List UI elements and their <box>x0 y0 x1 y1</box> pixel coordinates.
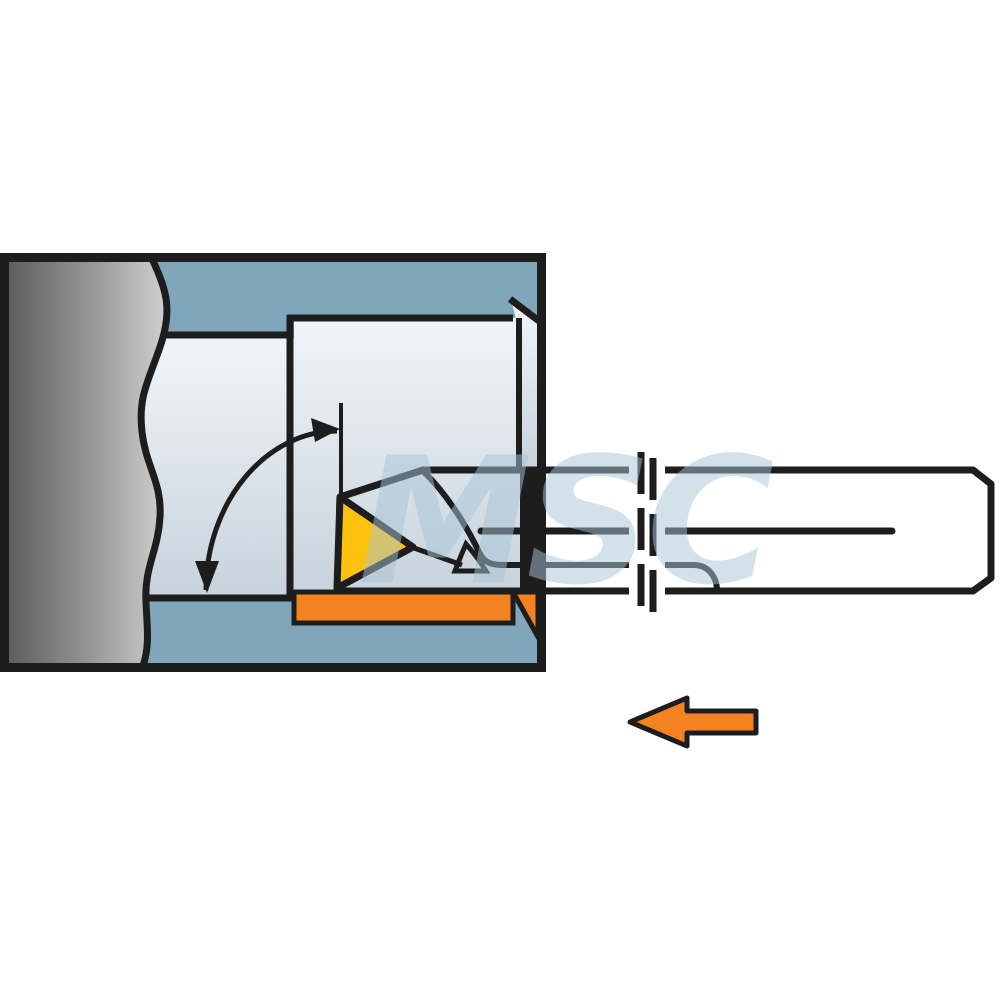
angle-arrowhead-top <box>311 418 340 442</box>
workpiece-end-face <box>9 262 167 663</box>
entering-angle-annotation <box>195 403 343 593</box>
feed-direction-arrow <box>627 695 759 749</box>
cutting-head-contour <box>421 469 720 590</box>
counterbore-corner-chamfer <box>507 296 542 324</box>
break-gap <box>629 450 665 616</box>
msc-watermark: MSC <box>358 421 773 624</box>
entering-angle-arc <box>203 428 338 591</box>
cutting-insert <box>333 493 417 592</box>
workpiece-break-wave-edge <box>137 257 171 668</box>
boring-bar <box>333 450 995 616</box>
angle-arrowhead-bottom <box>195 561 219 593</box>
cutting-head-facet-line <box>413 545 463 568</box>
clamp-notch <box>451 539 491 574</box>
